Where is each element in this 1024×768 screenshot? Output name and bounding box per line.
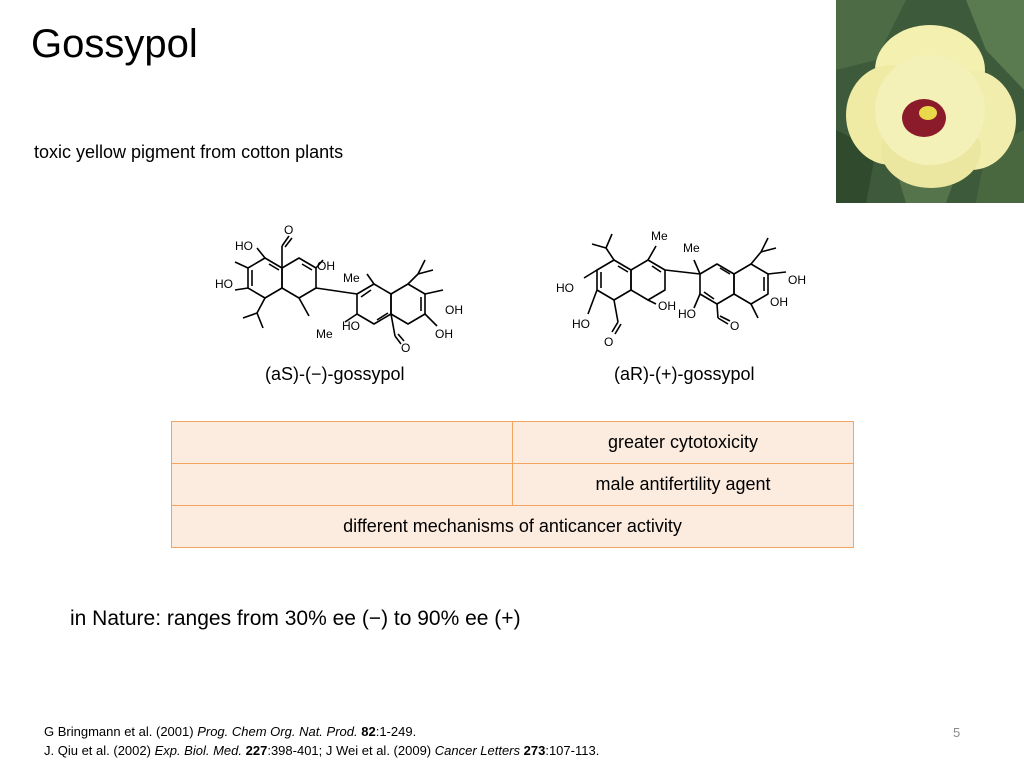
table-row: male antifertility agent: [171, 463, 854, 506]
nature-note: in Nature: ranges from 30% ee (−) to 90%…: [70, 607, 521, 630]
gossypol-as-structure: O HO OH HO Me Me HO OH OH O: [215, 223, 463, 353]
reference-line: G Bringmann et al. (2001) Prog. Chem Org…: [44, 722, 599, 741]
page-number: 5: [953, 725, 961, 740]
atom-ho: HO: [678, 307, 696, 321]
ref-authors: G Bringmann et al. (2001): [44, 724, 198, 739]
atom-me: Me: [343, 271, 360, 285]
cotton-flower-photo: [836, 0, 1024, 203]
atom-me: Me: [651, 229, 668, 243]
atom-ho: HO: [572, 317, 590, 331]
atom-ho: HO: [215, 277, 233, 291]
slide-title: Gossypol: [31, 22, 198, 66]
references: G Bringmann et al. (2001) Prog. Chem Org…: [44, 722, 599, 760]
ref-journal: Cancer Letters: [434, 743, 521, 758]
table-cell-merged: different mechanisms of anticancer activ…: [171, 505, 854, 548]
ref-journal: Prog. Chem Org. Nat. Prod.: [197, 724, 358, 739]
table-cell: greater cytotoxicity: [512, 421, 854, 464]
ref-authors: J. Qiu et al. (2002): [44, 743, 155, 758]
subtitle: toxic yellow pigment from cotton plants: [34, 142, 344, 162]
atom-me: Me: [683, 241, 700, 255]
atom-oh: OH: [317, 259, 335, 273]
table-cell-empty: [171, 421, 513, 464]
ref-volume: 273: [523, 743, 546, 758]
ref-pages: :1-249.: [375, 724, 417, 739]
atom-ho: HO: [342, 319, 360, 333]
ref-pages: :398-401; J Wei et al. (2009): [267, 743, 435, 758]
atom-o: O: [730, 319, 739, 333]
atom-oh: OH: [445, 303, 463, 317]
label-as-gossypol: (aS)-(−)-gossypol: [265, 364, 405, 384]
reference-line: J. Qiu et al. (2002) Exp. Biol. Med. 227…: [44, 741, 599, 760]
table-row: greater cytotoxicity: [171, 421, 854, 464]
ref-volume: 82: [361, 724, 376, 739]
atom-o: O: [401, 341, 410, 353]
ref-journal: Exp. Biol. Med.: [154, 743, 242, 758]
atom-oh: OH: [770, 295, 788, 309]
atom-o: O: [284, 223, 293, 237]
atom-ho: HO: [556, 281, 574, 295]
atom-me: Me: [316, 327, 333, 341]
table-cell: male antifertility agent: [512, 463, 854, 506]
atom-oh: OH: [788, 273, 806, 287]
atom-oh: OH: [435, 327, 453, 341]
gossypol-ar-structure: Me Me HO HO O OH HO O OH OH: [556, 229, 806, 349]
table-cell-empty: [171, 463, 513, 506]
table-row: different mechanisms of anticancer activ…: [171, 505, 854, 548]
label-ar-gossypol: (aR)-(+)-gossypol: [614, 364, 755, 384]
comparison-table: greater cytotoxicity male antifertility …: [171, 421, 854, 548]
atom-oh: OH: [658, 299, 676, 313]
atom-ho: HO: [235, 239, 253, 253]
atom-o: O: [604, 335, 613, 349]
ref-pages: :107-113.: [545, 743, 600, 758]
ref-volume: 227: [245, 743, 268, 758]
